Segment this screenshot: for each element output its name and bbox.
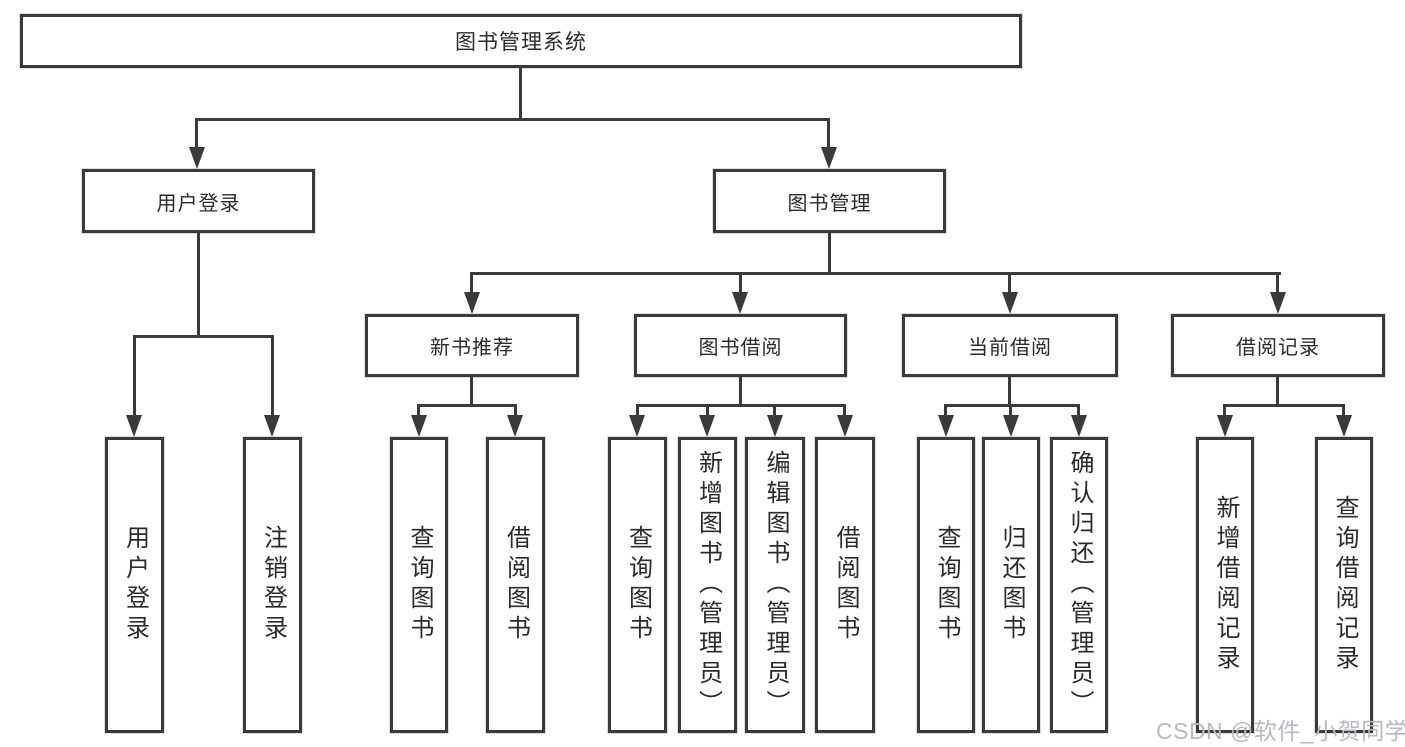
node-current-borrow: 当前借阅 <box>902 314 1118 377</box>
connector-leaf-shaft <box>944 404 947 419</box>
node-leaf-newbook-query: 查询图书 <box>390 437 448 733</box>
arrowhead-icon <box>629 415 645 437</box>
node-new-book: 新书推荐 <box>365 314 579 377</box>
connector-new-book-bar <box>417 404 517 407</box>
arrowhead-icon <box>411 415 427 437</box>
connector-borrow-record-shaft <box>1276 272 1279 296</box>
node-leaf-current-confirm-label: 确认归还（管理员） <box>1066 450 1093 720</box>
node-leaf-borrow-edit: 编辑图书（管理员） <box>745 437 805 733</box>
connector-leaf-shaft <box>1077 404 1080 419</box>
arrowhead-icon <box>189 147 205 169</box>
arrowhead-icon <box>837 415 853 437</box>
connector-current-borrow-bar <box>944 404 1080 407</box>
arrowhead-icon <box>1003 415 1019 437</box>
connector-leaf-shaft <box>417 404 420 419</box>
node-book-borrow: 图书借阅 <box>634 314 847 377</box>
csdn-watermark: CSDN @软件_小贺同学 <box>1156 718 1405 744</box>
arrowhead-icon <box>938 415 954 437</box>
node-leaf-user-login: 用户登录 <box>105 437 164 733</box>
node-borrow-record-label: 借阅记录 <box>1236 337 1320 359</box>
connector-leaf-shaft <box>133 335 136 419</box>
node-leaf-current-query: 查询图书 <box>917 437 975 733</box>
node-leaf-logout-label: 注销登录 <box>259 525 287 645</box>
node-leaf-newbook-query-label: 查询图书 <box>406 525 433 645</box>
connector-book-borrow-shaft <box>739 272 742 296</box>
node-leaf-current-confirm: 确认归还（管理员） <box>1050 437 1108 733</box>
arrowhead-icon <box>507 415 523 437</box>
connector-new-book-shaft <box>470 272 473 296</box>
connector-root-stem <box>519 68 522 121</box>
node-leaf-borrow-query-label: 查询图书 <box>624 525 652 645</box>
connector-book-mgmt-bar <box>470 272 1281 275</box>
node-leaf-borrow-borrow-label: 借阅图书 <box>832 525 859 645</box>
connector-leaf-shaft <box>706 404 709 419</box>
connector-leaf-shaft <box>1342 404 1345 419</box>
connector-leaf-shaft <box>773 404 776 419</box>
arrowhead-icon <box>699 415 715 437</box>
node-leaf-current-return-label: 归还图书 <box>998 525 1025 645</box>
node-root-label: 图书管理系统 <box>455 31 587 54</box>
connector-leaf-shaft <box>1009 404 1012 419</box>
connector-leaf-shaft <box>514 404 517 419</box>
connector-current-borrow-stem <box>1008 377 1011 407</box>
node-borrow-record: 借阅记录 <box>1171 314 1385 377</box>
node-root: 图书管理系统 <box>20 14 1022 68</box>
node-leaf-logout: 注销登录 <box>243 437 302 733</box>
connector-root-bar <box>195 118 830 121</box>
arrowhead-icon <box>1002 292 1018 314</box>
node-leaf-borrow-add: 新增图书（管理员） <box>678 437 737 733</box>
node-leaf-borrow-add-label: 新增图书（管理员） <box>694 450 722 720</box>
node-user-login-label: 用户登录 <box>156 192 241 215</box>
arrowhead-icon <box>1270 292 1286 314</box>
connector-borrow-record-stem <box>1276 377 1279 407</box>
connector-new-book-stem <box>470 377 473 407</box>
node-book-borrow-label: 图书借阅 <box>698 337 783 359</box>
node-leaf-user-login-label: 用户登录 <box>121 525 149 645</box>
node-leaf-record-query-label: 查询借阅记录 <box>1331 495 1358 675</box>
arrowhead-icon <box>1071 415 1087 437</box>
arrowhead-icon <box>821 147 837 169</box>
node-leaf-borrow-borrow: 借阅图书 <box>815 437 875 733</box>
connector-book-mgmt-shaft <box>827 118 830 151</box>
node-leaf-record-query: 查询借阅记录 <box>1315 437 1373 733</box>
node-leaf-newbook-borrow: 借阅图书 <box>486 437 545 733</box>
connector-current-borrow-shaft <box>1008 272 1011 296</box>
node-current-borrow-label: 当前借阅 <box>968 337 1052 359</box>
arrowhead-icon <box>767 415 783 437</box>
arrowhead-icon <box>126 415 142 437</box>
arrowhead-icon <box>1336 415 1352 437</box>
node-leaf-record-add-label: 新增借阅记录 <box>1212 495 1239 675</box>
arrowhead-icon <box>1217 415 1233 437</box>
connector-user-login-shaft <box>195 118 198 151</box>
node-user-login: 用户登录 <box>82 169 315 233</box>
connector-user-login-stem <box>197 233 200 338</box>
node-leaf-current-query-label: 查询图书 <box>933 525 960 645</box>
connector-user-login-bar <box>133 335 274 338</box>
arrowhead-icon <box>464 292 480 314</box>
node-leaf-current-return: 归还图书 <box>982 437 1040 733</box>
connector-book-borrow-stem <box>739 377 742 407</box>
node-leaf-borrow-query: 查询图书 <box>608 437 667 733</box>
connector-borrow-record-bar <box>1223 404 1345 407</box>
node-leaf-newbook-borrow-label: 借阅图书 <box>502 525 530 645</box>
connector-leaf-shaft <box>636 404 639 419</box>
node-new-book-label: 新书推荐 <box>430 337 514 359</box>
node-leaf-borrow-edit-label: 编辑图书（管理员） <box>762 450 789 720</box>
node-leaf-record-add: 新增借阅记录 <box>1196 437 1254 733</box>
connector-book-borrow-bar <box>636 404 846 407</box>
connector-leaf-shaft <box>843 404 846 419</box>
arrowhead-icon <box>732 292 748 314</box>
node-book-mgmt: 图书管理 <box>713 169 946 233</box>
connector-leaf-shaft <box>271 335 274 419</box>
node-book-mgmt-label: 图书管理 <box>787 192 872 215</box>
connector-book-mgmt-stem <box>828 233 831 275</box>
arrowhead-icon <box>264 415 280 437</box>
connector-leaf-shaft <box>1223 404 1226 419</box>
